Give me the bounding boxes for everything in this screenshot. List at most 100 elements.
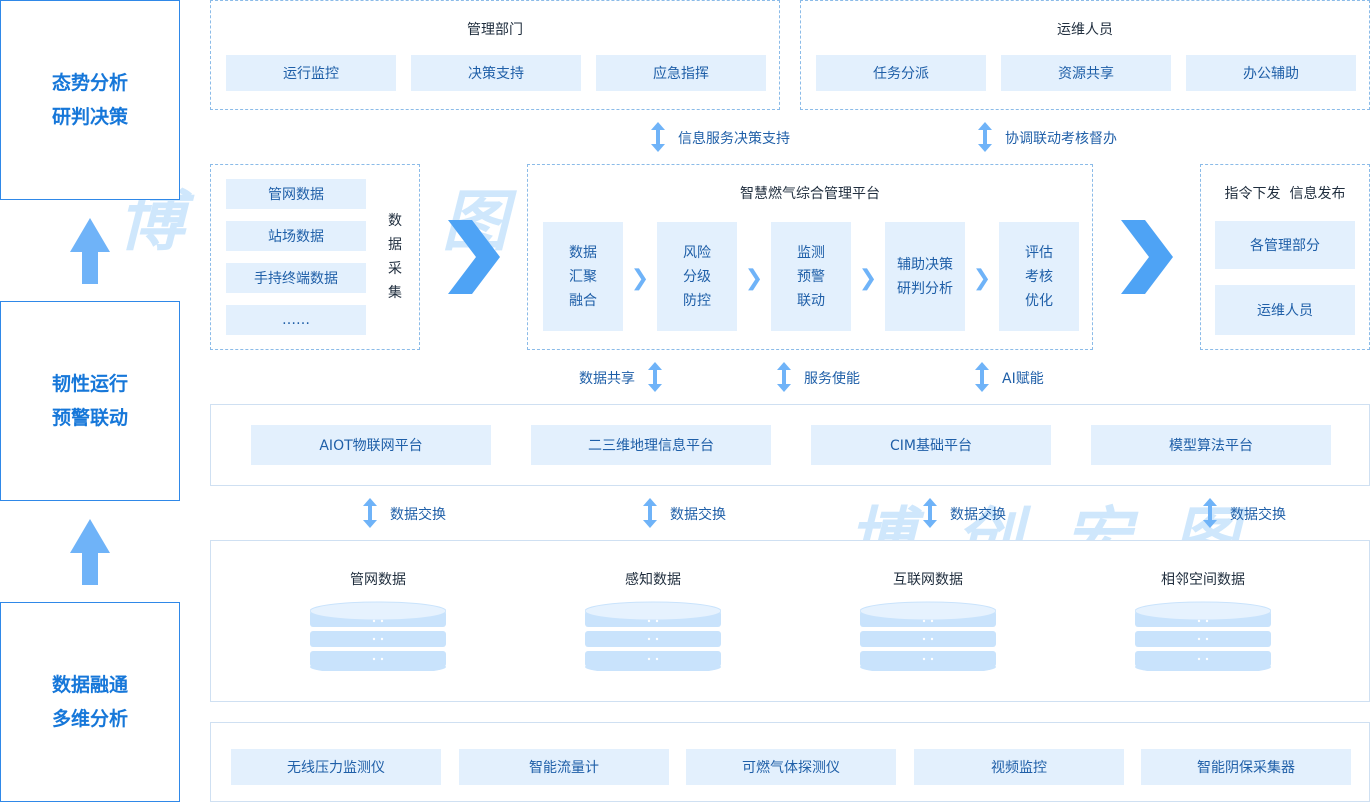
device-item[interactable]: 智能阴保采集器 (1141, 749, 1351, 785)
step-line: 辅助决策 (897, 256, 953, 273)
step-line: 风险 (683, 244, 711, 261)
base-platform-item[interactable]: 模型算法平台 (1091, 425, 1331, 465)
step-line: 数据 (569, 244, 597, 261)
side-panel-line: 预警联动 (51, 407, 128, 429)
double-arrow-icon (363, 498, 377, 528)
mid-link-label: 服务使能 (804, 371, 860, 387)
device-item[interactable]: 可燃气体探测仪 (686, 749, 896, 785)
step-line: 研判分析 (897, 280, 953, 297)
mgmt-department-box: 管理部门 运行监控 决策支持 应急指挥 (210, 0, 780, 110)
database-title: 管网数据 (350, 572, 406, 588)
collection-label-char: 数 (388, 213, 402, 229)
collection-label-char: 采 (388, 261, 402, 277)
step-line: 联动 (797, 292, 825, 309)
database-icon (1135, 601, 1271, 671)
base-platforms-box: AIOT物联网平台 二三维地理信息平台 CIM基础平台 模型算法平台 (210, 404, 1370, 486)
platform-step[interactable]: 监测 预警 联动 (771, 222, 851, 331)
side-panel-resilience: 韧性运行 预警联动 (0, 301, 180, 501)
step-line: 评估 (1025, 244, 1053, 261)
data-collection-box: 管网数据 站场数据 手持终端数据 …… 数 据 采 集 (210, 164, 420, 350)
chevron-right-icon: ❯ (744, 265, 764, 291)
chevron-right-icon: ❯ (858, 265, 878, 291)
side-panel-line: 多维分析 (51, 708, 128, 730)
double-arrow-icon (643, 498, 657, 528)
big-chevron-icon (1121, 220, 1173, 294)
side-panel-line: 数据融通 (51, 674, 128, 696)
data-collection-label: 数 据 采 集 (385, 209, 405, 305)
side-panel-line: 研判决策 (51, 106, 128, 128)
platform-step[interactable]: 风险 分级 防控 (657, 222, 737, 331)
command-item[interactable]: 各管理部分 (1215, 221, 1355, 269)
double-arrow-icon (923, 498, 937, 528)
collection-item[interactable]: …… (226, 305, 366, 335)
ops-staff-title: 运维人员 (1057, 22, 1113, 38)
platform-title: 智慧燃气综合管理平台 (740, 186, 880, 202)
mgmt-item[interactable]: 决策支持 (411, 55, 581, 91)
step-line: 防控 (683, 292, 711, 309)
command-box: 指令下发 信息发布 各管理部分 运维人员 (1200, 164, 1370, 350)
base-platform-item[interactable]: AIOT物联网平台 (251, 425, 491, 465)
ops-item[interactable]: 任务分派 (816, 55, 986, 91)
exchange-label: 数据交换 (390, 507, 446, 523)
ops-staff-box: 运维人员 任务分派 资源共享 办公辅助 (800, 0, 1370, 110)
database-icon (310, 601, 446, 671)
platform-step[interactable]: 评估 考核 优化 (999, 222, 1079, 331)
step-line: 汇聚 (569, 268, 597, 285)
command-item[interactable]: 运维人员 (1215, 285, 1355, 335)
base-platform-item[interactable]: 二三维地理信息平台 (531, 425, 771, 465)
database-title: 感知数据 (625, 572, 681, 588)
step-line: 监测 (797, 244, 825, 261)
side-panel-line: 韧性运行 (51, 373, 128, 395)
exchange-label: 数据交换 (1230, 507, 1286, 523)
collection-label-char: 集 (388, 285, 402, 301)
double-arrow-icon (1203, 498, 1217, 528)
side-panel-line: 态势分析 (51, 72, 128, 94)
collection-item[interactable]: 站场数据 (226, 221, 366, 251)
up-arrow-icon (70, 519, 110, 585)
mid-link-label: AI赋能 (1002, 371, 1044, 387)
double-arrow-icon (777, 362, 791, 392)
top-link-label: 协调联动考核督办 (1005, 131, 1117, 147)
devices-box: 无线压力监测仪 智能流量计 可燃气体探测仪 视频监控 智能阴保采集器 (210, 722, 1370, 802)
device-item[interactable]: 智能流量计 (459, 749, 669, 785)
collection-label-char: 据 (388, 237, 402, 253)
device-item[interactable]: 无线压力监测仪 (231, 749, 441, 785)
database-title: 互联网数据 (893, 572, 963, 588)
mgmt-item[interactable]: 应急指挥 (596, 55, 766, 91)
platform-step[interactable]: 辅助决策 研判分析 (885, 222, 965, 331)
side-panel-data-fusion: 数据融通 多维分析 (0, 602, 180, 802)
double-arrow-icon (978, 122, 992, 152)
base-platform-item[interactable]: CIM基础平台 (811, 425, 1051, 465)
device-item[interactable]: 视频监控 (914, 749, 1124, 785)
big-chevron-icon (448, 220, 500, 294)
platform-step[interactable]: 数据 汇聚 融合 (543, 222, 623, 331)
mid-link-label: 数据共享 (579, 371, 635, 387)
platform-box: 智慧燃气综合管理平台 数据 汇聚 融合 ❯ 风险 分级 防控 ❯ 监测 预警 联… (527, 164, 1093, 350)
exchange-label: 数据交换 (670, 507, 726, 523)
collection-item[interactable]: 手持终端数据 (226, 263, 366, 293)
mgmt-department-title: 管理部门 (467, 22, 523, 38)
up-arrow-icon (70, 218, 110, 284)
step-line: 融合 (569, 292, 597, 309)
double-arrow-icon (651, 122, 665, 152)
ops-item[interactable]: 资源共享 (1001, 55, 1171, 91)
mgmt-item[interactable]: 运行监控 (226, 55, 396, 91)
step-line: 优化 (1025, 292, 1053, 309)
step-line: 预警 (797, 268, 825, 285)
double-arrow-icon (975, 362, 989, 392)
side-panel-decision: 态势分析 研判决策 (0, 0, 180, 200)
chevron-right-icon: ❯ (972, 265, 992, 291)
step-line: 考核 (1025, 268, 1053, 285)
command-title: 指令下发 信息发布 (1224, 186, 1346, 202)
database-icon (585, 601, 721, 671)
step-line: 分级 (683, 268, 711, 285)
ops-item[interactable]: 办公辅助 (1186, 55, 1356, 91)
top-link-label: 信息服务决策支持 (678, 131, 790, 147)
database-icon (860, 601, 996, 671)
databases-box: 管网数据 感知数据 互联网数据 相邻空间数据 (210, 540, 1370, 702)
collection-item[interactable]: 管网数据 (226, 179, 366, 209)
double-arrow-icon (648, 362, 662, 392)
exchange-label: 数据交换 (950, 507, 1006, 523)
database-title: 相邻空间数据 (1161, 572, 1245, 588)
chevron-right-icon: ❯ (630, 265, 650, 291)
